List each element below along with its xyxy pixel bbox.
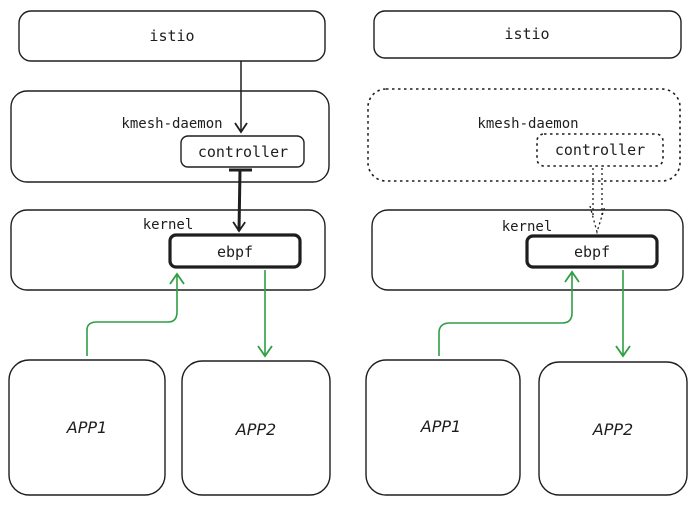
left-app1-to-ebpf-flow-arrow: [86, 272, 185, 356]
right-app2-box: APP2: [538, 361, 688, 496]
right-app1-box: APP1: [365, 359, 521, 496]
left-controller-label: controller: [198, 143, 288, 161]
left-controller-to-ebpf-arrow: [229, 168, 252, 233]
right-controller-to-ebpf-dotted-arrow: [589, 168, 606, 235]
left-kernel-label: kernel: [143, 217, 194, 233]
left-ebpf-label: ebpf: [217, 243, 253, 261]
right-ebpf-label: ebpf: [574, 243, 610, 261]
left-kmesh-daemon-box: kmesh-daemon: [10, 90, 330, 183]
right-app1-label: APP1: [420, 417, 461, 436]
left-istio-label: istio: [149, 27, 194, 45]
left-kmesh-daemon-label: kmesh-daemon: [121, 116, 222, 132]
left-kernel-box: kernel: [10, 209, 326, 291]
right-panel: istio kmesh-daemon controller kernel ebp…: [365, 10, 688, 496]
right-kernel-box: kernel: [371, 209, 684, 291]
left-panel: istio kmesh-daemon controller kernel ebp…: [8, 10, 331, 496]
right-istio-box: istio: [373, 10, 682, 59]
left-app2-label: APP2: [235, 420, 276, 439]
left-controller-box: controller: [180, 135, 305, 168]
left-app2-box: APP2: [181, 360, 331, 496]
right-app1-to-ebpf-flow-arrow: [438, 270, 580, 356]
right-controller-box: controller: [536, 133, 664, 167]
right-app2-label: APP2: [592, 420, 633, 439]
right-kmesh-daemon-box: kmesh-daemon: [367, 88, 681, 182]
right-istio-label: istio: [504, 25, 549, 43]
right-ebpf-box: ebpf: [525, 234, 659, 269]
left-app1-label: APP1: [66, 418, 107, 437]
right-kernel-label: kernel: [502, 219, 553, 235]
right-controller-label: controller: [555, 141, 645, 159]
right-kmesh-daemon-label: kmesh-daemon: [477, 116, 578, 132]
left-ebpf-box: ebpf: [168, 233, 302, 269]
left-app1-box: APP1: [8, 359, 166, 496]
left-istio-box: istio: [18, 10, 326, 62]
